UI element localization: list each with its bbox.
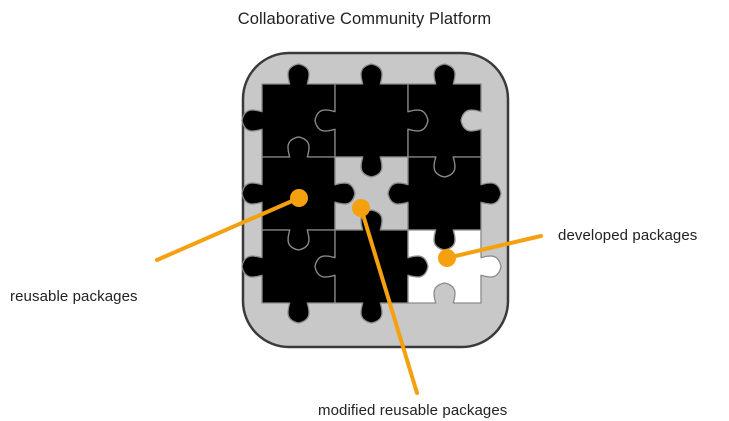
- diagram-title: Collaborative Community Platform: [237, 10, 492, 28]
- puzzle-piece-developed-r2c2: [407, 229, 502, 304]
- pointer-line-reusable: [155, 196, 301, 262]
- puzzle-pieces: [241, 63, 502, 324]
- pointer-line-modified: [359, 206, 419, 395]
- pointer-dot-reusable: [290, 189, 308, 207]
- pointer-line-developed: [445, 234, 543, 260]
- pointer-dot-developed: [438, 249, 456, 267]
- label-reusable-packages: reusable packages: [10, 288, 138, 305]
- pointer-dot-modified: [352, 199, 370, 217]
- label-modified-reusable-packages: modified reusable packages: [318, 402, 508, 419]
- pointer-lines: [155, 189, 543, 395]
- label-developed-packages: developed packages: [558, 227, 698, 244]
